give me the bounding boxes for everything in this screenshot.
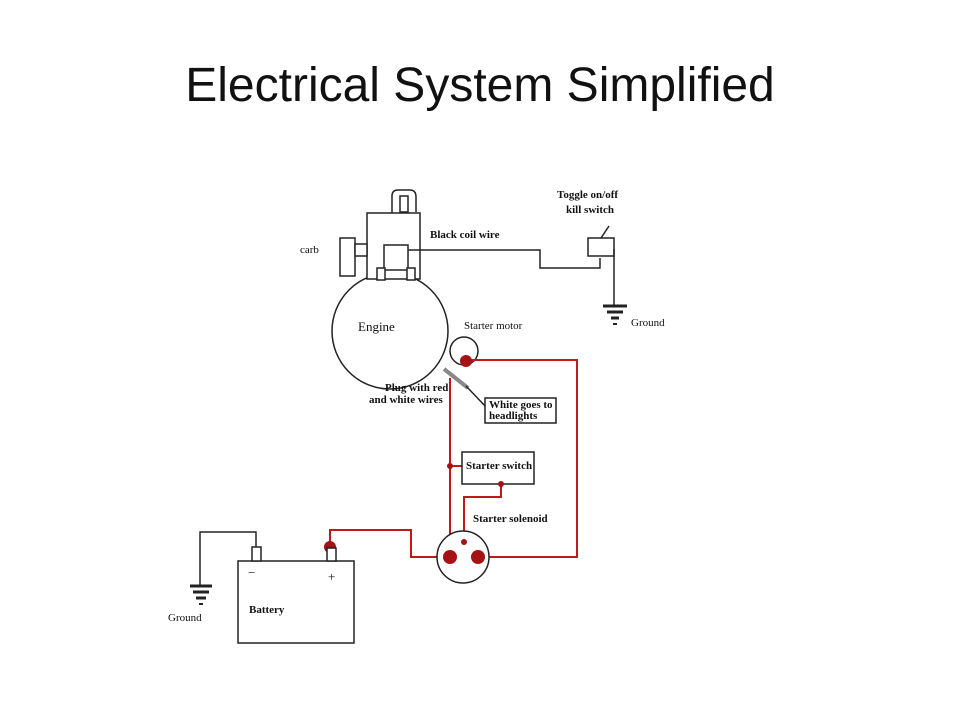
starter-switch	[461, 451, 535, 485]
engine-label: Engine	[358, 319, 395, 334]
toggle-lever	[600, 225, 610, 239]
coil-loop	[391, 189, 417, 213]
starter-motor-red-wire	[466, 359, 578, 558]
starter-switch-output	[463, 484, 502, 542]
battery-positive-terminal	[326, 547, 337, 562]
starter-motor-terminal	[460, 355, 472, 367]
junction-dot	[447, 463, 453, 469]
white-headlight-wire	[465, 385, 488, 409]
ground-symbol-bottom	[190, 584, 212, 605]
solenoid-terminal-right	[471, 550, 485, 564]
ignition-coil	[383, 244, 409, 271]
headlights-label-line1: White goes to	[489, 399, 553, 411]
black-coil-wire	[408, 249, 601, 269]
toggle-label-line2: kill switch	[566, 204, 614, 216]
battery-plus-label: +	[328, 569, 335, 584]
battery-ground-wire	[199, 531, 257, 585]
solenoid-terminal-left	[443, 550, 457, 564]
starter-motor-label: Starter motor	[464, 320, 523, 332]
battery-negative-terminal	[251, 546, 262, 562]
plug-label-line1: Plug with red	[385, 382, 448, 394]
battery-minus-label: −	[248, 565, 255, 580]
ground-top-label: Ground	[631, 317, 665, 329]
switch-output-dot	[498, 481, 504, 487]
starter-switch-label: Starter switch	[466, 460, 532, 472]
coil-leg-left	[376, 267, 386, 281]
carb-label: carb	[300, 244, 319, 256]
toggle-label-line1: Toggle on/off	[557, 189, 618, 201]
headlights-label-line2: headlights	[489, 410, 538, 422]
battery-body	[237, 560, 355, 644]
toggle-switch	[587, 237, 615, 257]
battery-label: Battery	[249, 604, 285, 616]
coil-leg-right	[406, 267, 416, 281]
carb-inlet	[354, 243, 368, 257]
spark-plug	[399, 195, 409, 213]
carb-body	[339, 237, 356, 277]
solenoid-terminal-small	[461, 539, 467, 545]
headlights-box	[484, 397, 557, 424]
plug-connector	[442, 367, 470, 390]
starter-solenoid	[436, 530, 490, 584]
starter-solenoid-label: Starter solenoid	[473, 513, 548, 525]
ground-bottom-label: Ground	[168, 612, 202, 624]
battery-positive-wire	[329, 529, 452, 558]
ground-symbol-top	[603, 304, 627, 325]
black-coil-wire-label: Black coil wire	[430, 229, 500, 241]
plug-label-line2: and white wires	[369, 394, 443, 406]
slide-title: Electrical System Simplified	[185, 59, 775, 112]
